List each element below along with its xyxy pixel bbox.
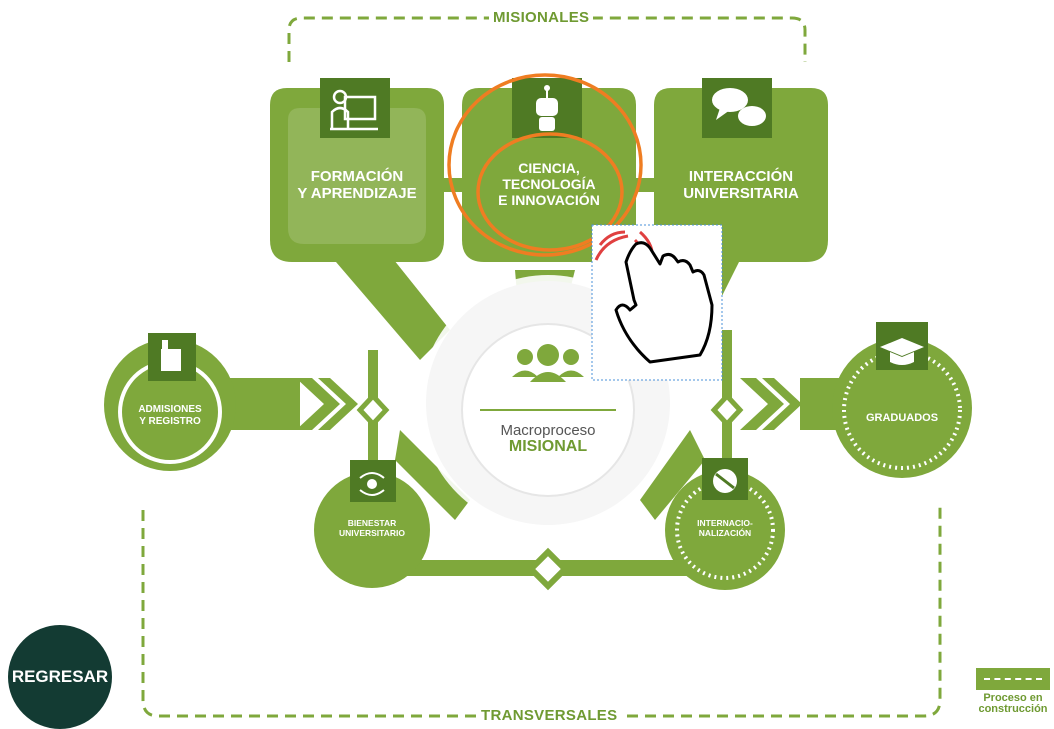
hands-heart-icon <box>359 472 385 496</box>
highlight-rings <box>447 73 643 257</box>
legend-label: Proceso en construcción <box>978 692 1048 715</box>
transversales-label: TRANSVERSALES <box>477 707 622 724</box>
card-formacion-label: FORMACIÓN Y APRENDIZAJE <box>297 168 417 203</box>
globe-plane-icon <box>713 469 737 493</box>
regresar-button[interactable]: REGRESAR <box>8 625 112 729</box>
group-icon <box>512 344 584 382</box>
node-graduados-label: GRADUADOS <box>865 412 939 424</box>
robot-icon <box>536 85 558 131</box>
graduation-cap-icon <box>880 338 924 365</box>
raised-hand-icon <box>161 340 181 371</box>
transversales-frame <box>141 505 942 718</box>
legend-swatch <box>976 668 1050 690</box>
left-chevrons <box>230 378 358 430</box>
chat-bubbles-icon <box>712 88 766 126</box>
card-formacion[interactable] <box>270 78 444 262</box>
center-line2: MISIONAL <box>508 438 588 455</box>
pointing-hand-icon <box>591 224 723 381</box>
teacher-icon <box>330 89 378 131</box>
card-ciencia-label: CIENCIA, TECNOLOGÍA E INNOVACIÓN <box>498 160 600 209</box>
node-bienestar[interactable] <box>314 460 430 588</box>
diamonds <box>356 392 744 591</box>
node-admisiones[interactable] <box>104 333 236 471</box>
card-interaccion-label: INTERACCIÓN UNIVERSITARIA <box>683 168 799 203</box>
node-bienestar-label: BIENESTAR UNIVERSITARIO <box>339 518 405 538</box>
node-internacionalizacion-label: INTERNACIO- NALIZACIÓN <box>697 518 753 538</box>
node-internacionalizacion[interactable] <box>665 458 785 590</box>
misionales-label: MISIONALES <box>489 9 594 26</box>
center-line1: Macroproceso <box>500 422 596 439</box>
node-admisiones-label: ADMISIONES Y REGISTRO <box>138 404 202 427</box>
